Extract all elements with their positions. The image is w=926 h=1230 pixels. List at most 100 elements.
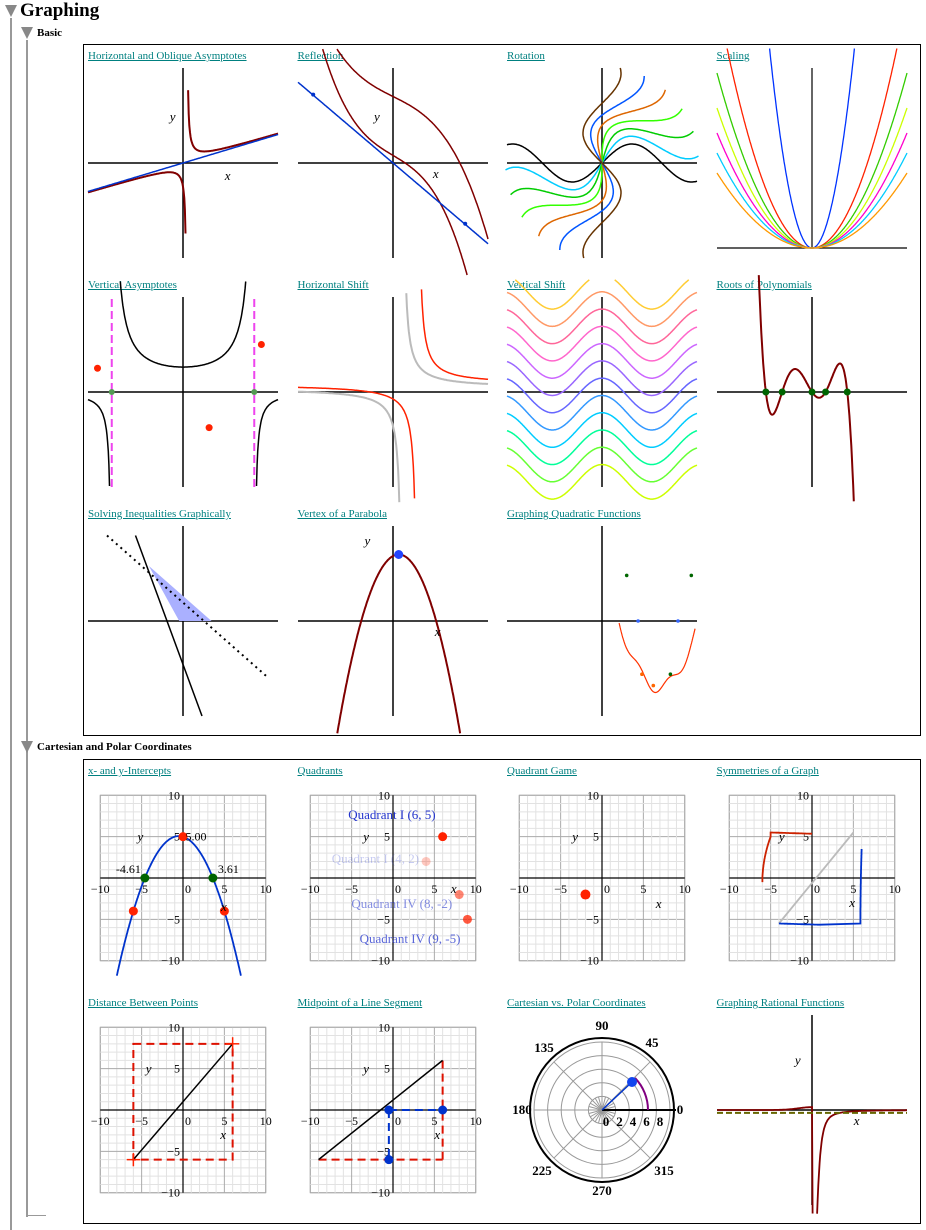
root-point <box>761 388 769 396</box>
gallery-link[interactable]: Rotation <box>507 50 545 62</box>
collapse-graphing-icon[interactable] <box>5 5 17 17</box>
y-axis-label: y <box>792 1052 800 1067</box>
curve <box>321 48 468 276</box>
root-point <box>843 388 851 396</box>
polar-spoke <box>588 1105 603 1111</box>
quadrant-label: Quadrant I (4, 2) <box>331 851 418 866</box>
y-tick-label: −5 <box>377 1144 390 1158</box>
polar-point <box>627 1077 637 1087</box>
y-tick-label: −5 <box>167 1144 180 1158</box>
x-tick-label: −5 <box>345 1114 358 1128</box>
x-axis-label: x <box>433 624 440 639</box>
gallery-tile: Rotation <box>505 50 716 275</box>
thumbnail-plot[interactable] <box>297 289 488 503</box>
gallery-link[interactable]: Quadrant Game <box>507 765 577 777</box>
gallery-link[interactable]: Solving Inequalities Graphically <box>88 508 231 520</box>
x-tick-label: −5 <box>764 882 777 896</box>
thumbnail-plot[interactable] <box>715 48 908 258</box>
gallery-link[interactable]: x- and y-Intercepts <box>88 765 172 777</box>
curve <box>506 325 698 362</box>
gallery-link[interactable]: Distance Between Points <box>88 997 198 1009</box>
curve <box>87 281 279 487</box>
polar-spoke <box>589 1102 603 1111</box>
curve <box>506 308 698 345</box>
left-intercept-label: -4.61 <box>116 862 141 876</box>
gallery-link[interactable]: Vertical Shift <box>507 279 566 291</box>
gallery-link[interactable]: Horizontal Shift <box>297 279 369 291</box>
x-tick-label: 10 <box>679 882 691 896</box>
gallery-link[interactable]: Horizontal and Oblique Asymptotes <box>88 50 247 62</box>
thumbnail-plot[interactable] <box>505 67 699 259</box>
thumbnail-plot[interactable] <box>87 281 279 487</box>
y-axis-label: y <box>168 109 176 124</box>
y-tick-label: −5 <box>167 912 180 926</box>
gallery-link[interactable]: Quadrants <box>297 765 343 777</box>
polar-radius-label: 2 <box>616 1114 623 1129</box>
gallery-link[interactable]: Symmetries of a Graph <box>716 765 819 777</box>
thumbnail-plot[interactable] <box>507 526 697 716</box>
curve <box>506 429 698 466</box>
curve <box>297 293 488 503</box>
x-axis-label: x <box>852 1113 859 1128</box>
section-cartesian-title: Cartesian and Polar Coordinates <box>37 741 192 753</box>
data-point <box>668 672 673 676</box>
gallery-link[interactable]: Midpoint of a Line Segment <box>297 997 423 1009</box>
x-tick-label: −5 <box>135 1114 148 1128</box>
thumbnail-plot[interactable] <box>506 279 698 500</box>
data-point <box>128 906 138 916</box>
x-tick-label: 5 <box>850 882 856 896</box>
x-axis-label: x <box>431 166 438 181</box>
x-tick-label: 5 <box>431 882 437 896</box>
y-axis-label: y <box>361 829 369 844</box>
polar-angle-label: 0 <box>677 1102 684 1117</box>
x-tick-label: −10 <box>719 882 738 896</box>
y-axis-label: y <box>776 829 784 844</box>
collapse-basic-icon[interactable] <box>21 27 33 39</box>
y-tick-label: −10 <box>161 1186 180 1200</box>
polar-spoke <box>601 1109 610 1123</box>
thumbnail-plot[interactable]: xy <box>87 68 279 258</box>
gallery-link[interactable]: Graphing Quadratic Functions <box>507 508 641 520</box>
thumbnail-plot[interactable]: xy <box>297 48 489 276</box>
collapse-cartesian-icon[interactable] <box>21 741 33 753</box>
polar-radius-label: 6 <box>643 1114 650 1129</box>
gallery-link[interactable]: Roots of Polynomials <box>716 279 812 291</box>
thumbnail-plot[interactable]: xy <box>716 1015 907 1214</box>
section-basic-title: Basic <box>37 27 63 39</box>
thumbnail-plot[interactable]: xy <box>297 526 488 734</box>
origin-tick-label: 0 <box>185 882 191 896</box>
gallery-link[interactable]: Graphing Rational Functions <box>716 997 845 1009</box>
section-bracket-end <box>26 1215 46 1216</box>
polar-spoke <box>597 1109 603 1124</box>
x-tick-label: 10 <box>888 882 900 896</box>
gallery-link[interactable]: Reflection <box>297 50 344 62</box>
polar-spoke <box>601 1109 607 1124</box>
polar-spoke <box>589 1109 603 1118</box>
gallery-link[interactable]: Vertex of a Parabola <box>297 508 388 520</box>
gallery-link[interactable]: Vertical Asymptotes <box>88 279 177 291</box>
gallery-link[interactable]: Scaling <box>716 50 750 62</box>
data-point <box>640 672 644 676</box>
thumbnail-plot[interactable] <box>88 526 278 717</box>
curve <box>761 831 812 883</box>
curve <box>506 394 698 431</box>
y-axis-label: y <box>136 829 144 844</box>
gallery-link[interactable]: Cartesian vs. Polar Coordinates <box>507 997 646 1009</box>
thumbnail-plot[interactable] <box>716 275 907 502</box>
y-tick-label: −10 <box>580 954 599 968</box>
angle-arc <box>634 1077 649 1111</box>
segment <box>317 1059 443 1161</box>
curve <box>506 377 698 414</box>
